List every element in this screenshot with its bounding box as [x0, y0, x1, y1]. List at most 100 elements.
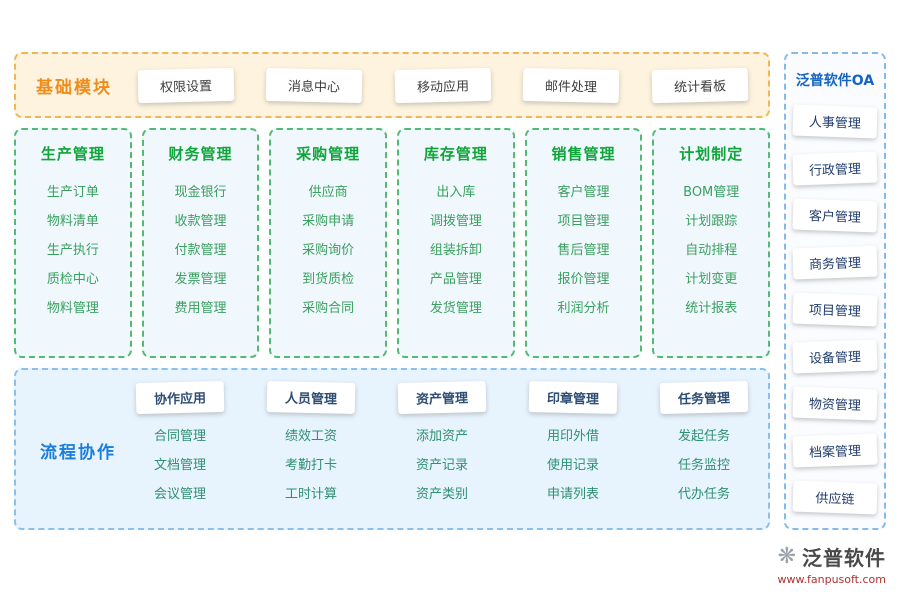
group-title[interactable]: 人员管理 [266, 381, 356, 414]
button-stats-dashboard[interactable]: 统计看板 [651, 67, 749, 103]
module-title: 生产管理 [40, 145, 105, 163]
group-item-list: 绩效工资 考勤打卡 工时计算 [267, 422, 355, 509]
group-item[interactable]: 文档管理 [154, 458, 207, 473]
module-item[interactable]: 出入库 [436, 185, 476, 200]
group-personnel: 人员管理 绩效工资 考勤打卡 工时计算 [266, 381, 356, 518]
sidebar-item-project[interactable]: 项目管理 [792, 292, 878, 327]
button-mail-processing[interactable]: 邮件处理 [523, 67, 620, 103]
oa-sidebar-title: 泛普软件OA [795, 73, 875, 89]
fanpu-logo: ❋ 泛普软件 www.fanpusoft.com [778, 542, 886, 586]
module-item[interactable]: 自动排程 [685, 243, 738, 258]
group-item[interactable]: 添加资产 [415, 429, 468, 444]
fanpu-logo-row: ❋ 泛普软件 [778, 542, 886, 571]
group-title[interactable]: 协作应用 [135, 380, 225, 415]
sidebar-item-admin[interactable]: 行政管理 [792, 151, 878, 186]
group-item[interactable]: 使用记录 [546, 458, 599, 473]
group-item[interactable]: 用印外借 [546, 429, 599, 444]
module-item-list: BOM管理 计划跟踪 自动排程 计划变更 统计报表 [654, 178, 768, 323]
module-item[interactable]: 计划变更 [685, 272, 738, 287]
module-item[interactable]: 物料清单 [46, 214, 99, 229]
group-item[interactable]: 资产类别 [415, 487, 468, 502]
module-card-finance: 财务管理 现金银行 收款管理 付款管理 发票管理 费用管理 [141, 128, 260, 358]
group-tasks: 任务管理 发起任务 任务监控 代办任务 [659, 380, 749, 518]
fanpu-logo-url: www.fanpusoft.com [777, 573, 886, 586]
group-item[interactable]: 资产记录 [415, 458, 468, 473]
module-item-list: 供应商 采购申请 采购询价 到货质检 采购合同 [271, 178, 385, 323]
module-item[interactable]: 现金银行 [174, 185, 227, 200]
group-item[interactable]: 合同管理 [154, 429, 207, 444]
sidebar-item-equipment[interactable]: 设备管理 [792, 339, 878, 374]
module-item[interactable]: 组装拆卸 [429, 243, 482, 258]
module-item[interactable]: 付款管理 [174, 243, 227, 258]
group-item[interactable]: 申请列表 [546, 487, 599, 502]
module-item[interactable]: 费用管理 [174, 301, 227, 316]
module-item[interactable]: 报价管理 [557, 272, 610, 287]
module-item[interactable]: 发票管理 [174, 272, 227, 287]
group-item[interactable]: 代办任务 [677, 487, 730, 502]
group-item[interactable]: 发起任务 [677, 429, 730, 444]
module-item[interactable]: 计划跟踪 [685, 214, 738, 229]
group-assets: 资产管理 添加资产 资产记录 资产类别 [397, 380, 487, 518]
process-collaboration-label: 流程协作 [40, 442, 116, 463]
module-item[interactable]: 采购合同 [302, 301, 355, 316]
module-item[interactable]: 生产执行 [46, 243, 99, 258]
module-title: 销售管理 [551, 145, 616, 163]
basic-modules-label: 基础模块 [36, 77, 112, 98]
group-title[interactable]: 印章管理 [528, 381, 618, 414]
sidebar-item-materials[interactable]: 物资管理 [792, 386, 878, 421]
main-area: 基础模块 权限设置 消息中心 移动应用 邮件处理 统计看板 生产管理 生产订单 … [14, 52, 771, 530]
module-item[interactable]: 统计报表 [685, 301, 738, 316]
module-item[interactable]: 到货质检 [302, 272, 355, 287]
module-item[interactable]: BOM管理 [683, 185, 740, 200]
button-mobile-app[interactable]: 移动应用 [394, 67, 492, 103]
collaboration-groups: 协作应用 合同管理 文档管理 会议管理 人员管理 绩效工资 考勤打卡 工时计算 [135, 380, 749, 518]
group-item[interactable]: 绩效工资 [284, 429, 337, 444]
module-title: 采购管理 [296, 145, 361, 163]
module-item[interactable]: 利润分析 [557, 301, 610, 316]
module-item[interactable]: 物料管理 [46, 301, 99, 316]
module-item-list: 生产订单 物料清单 生产执行 质检中心 物料管理 [16, 178, 130, 323]
group-item[interactable]: 会议管理 [154, 487, 207, 502]
module-item[interactable]: 发货管理 [429, 301, 482, 316]
module-item[interactable]: 售后管理 [557, 243, 610, 258]
module-item[interactable]: 采购申请 [302, 214, 355, 229]
module-item[interactable]: 收款管理 [174, 214, 227, 229]
module-card-sales: 销售管理 客户管理 项目管理 售后管理 报价管理 利润分析 [524, 128, 643, 358]
group-item[interactable]: 任务监控 [677, 458, 730, 473]
sidebar-item-archives[interactable]: 档案管理 [792, 433, 878, 468]
button-message-center[interactable]: 消息中心 [266, 67, 363, 103]
fanpu-logo-text: 泛普软件 [802, 546, 886, 570]
module-item[interactable]: 供应商 [308, 185, 348, 200]
sidebar-item-business[interactable]: 商务管理 [792, 245, 878, 280]
module-item[interactable]: 生产订单 [46, 185, 99, 200]
basic-modules-buttons: 权限设置 消息中心 移动应用 邮件处理 统计看板 [137, 67, 749, 103]
module-item[interactable]: 产品管理 [429, 272, 482, 287]
group-item-list: 用印外借 使用记录 申请列表 [529, 422, 617, 509]
module-item[interactable]: 项目管理 [557, 214, 610, 229]
module-title: 库存管理 [423, 145, 488, 163]
module-item[interactable]: 质检中心 [46, 272, 99, 287]
module-item[interactable]: 调拨管理 [429, 214, 482, 229]
group-item-list: 发起任务 任务监控 代办任务 [660, 422, 748, 509]
module-card-inventory: 库存管理 出入库 调拨管理 组装拆卸 产品管理 发货管理 [397, 128, 515, 358]
button-permission-settings[interactable]: 权限设置 [137, 67, 235, 103]
module-title: 财务管理 [168, 145, 233, 163]
oa-sidebar: 泛普软件OA 人事管理 行政管理 客户管理 商务管理 项目管理 设备管理 物资管… [784, 52, 886, 530]
group-item-list: 添加资产 资产记录 资产类别 [398, 422, 486, 509]
group-item-list: 合同管理 文档管理 会议管理 [136, 422, 224, 509]
module-item-list: 现金银行 收款管理 付款管理 发票管理 费用管理 [144, 178, 258, 323]
sidebar-item-customer[interactable]: 客户管理 [792, 198, 878, 233]
group-title[interactable]: 资产管理 [397, 380, 487, 415]
module-card-purchase: 采购管理 供应商 采购申请 采购询价 到货质检 采购合同 [269, 128, 388, 358]
sidebar-item-hr[interactable]: 人事管理 [792, 104, 878, 139]
module-cards-row: 生产管理 生产订单 物料清单 生产执行 质检中心 物料管理 财务管理 现金银行 … [14, 128, 771, 358]
sidebar-item-supply-chain[interactable]: 供应链 [792, 480, 878, 515]
module-item-list: 客户管理 项目管理 售后管理 报价管理 利润分析 [527, 178, 641, 323]
group-item[interactable]: 考勤打卡 [284, 458, 337, 473]
module-item[interactable]: 采购询价 [302, 243, 355, 258]
module-item-list: 出入库 调拨管理 组装拆卸 产品管理 发货管理 [399, 178, 513, 323]
group-item[interactable]: 工时计算 [284, 487, 337, 502]
fanpu-logo-icon: ❋ [777, 543, 796, 569]
module-item[interactable]: 客户管理 [557, 185, 610, 200]
group-title[interactable]: 任务管理 [659, 380, 749, 415]
